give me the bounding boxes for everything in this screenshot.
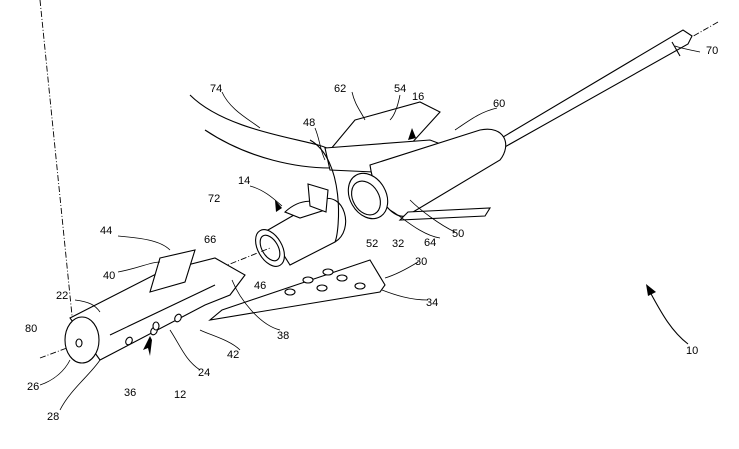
ref-46: 46 [254, 280, 266, 292]
reference-numerals: 70 74 62 54 16 60 48 14 72 44 66 52 32 3… [25, 45, 718, 423]
ref-44: 44 [100, 225, 112, 237]
ref-80: 80 [25, 323, 37, 335]
ref-62: 62 [334, 83, 346, 95]
ref-14: 14 [238, 175, 250, 187]
ref-36: 36 [124, 387, 136, 399]
arrow-16 [408, 128, 416, 140]
leader-lines [39, 45, 701, 411]
rear-housing [324, 101, 507, 221]
ref-24: 24 [198, 367, 210, 379]
ref-12: 12 [174, 389, 186, 401]
ref-60: 60 [493, 98, 505, 110]
ref-22: 22 [56, 290, 68, 302]
ref-10: 10 [686, 345, 698, 357]
arrow-14 [275, 200, 282, 212]
ref-32: 32 [392, 238, 404, 250]
ref-26: 26 [27, 381, 39, 393]
ref-28: 28 [47, 411, 59, 423]
ref-48: 48 [303, 117, 315, 129]
needle [497, 21, 719, 149]
ref-30: 30 [415, 256, 427, 268]
ref-74: 74 [210, 83, 222, 95]
ref-66: 66 [204, 234, 216, 246]
wing [208, 259, 386, 321]
arrow-12 [143, 336, 152, 356]
assembly-arrow [646, 284, 689, 345]
ref-42: 42 [227, 349, 239, 361]
ref-40: 40 [103, 270, 115, 282]
catheter-body [39, 0, 271, 364]
front-hub [255, 139, 347, 267]
ref-64: 64 [424, 237, 436, 249]
ref-50: 50 [452, 228, 464, 240]
ref-34: 34 [426, 297, 438, 309]
ref-54: 54 [394, 83, 406, 95]
ref-16: 16 [412, 91, 424, 103]
ref-70: 70 [706, 45, 718, 57]
ref-52: 52 [366, 238, 378, 250]
ref-38: 38 [277, 330, 289, 342]
ref-72: 72 [208, 193, 220, 205]
tubing [189, 94, 331, 169]
